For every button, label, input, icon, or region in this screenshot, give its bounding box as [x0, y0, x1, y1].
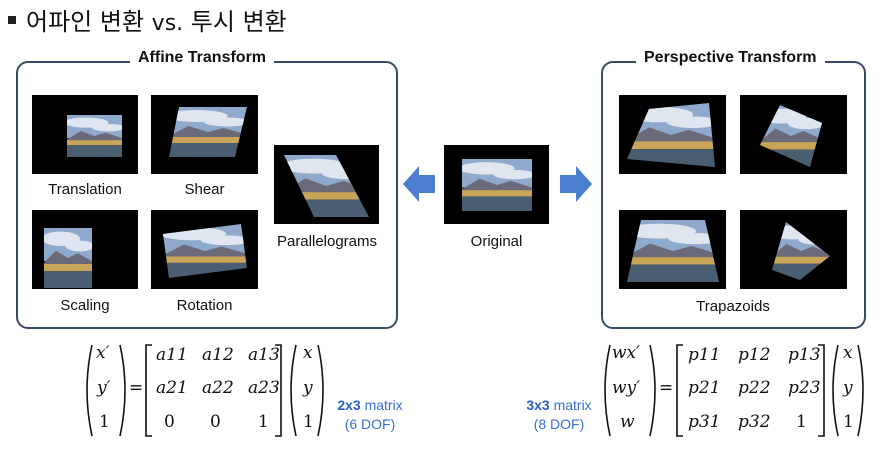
affine-a13: a13 [248, 345, 280, 365]
affine-m33: 1 [258, 412, 269, 432]
bullet-icon [8, 16, 16, 24]
affine-a12: a12 [202, 345, 234, 365]
affine-size-label: 2x3 [337, 397, 361, 413]
original-caption: Original [470, 233, 523, 250]
perspective-p23: p23 [788, 378, 821, 398]
perspective-p13: p13 [788, 345, 821, 365]
affine-m31: 0 [164, 412, 175, 432]
perspective-p22: p22 [738, 378, 771, 398]
perspective-p32: p32 [738, 412, 771, 432]
scaling-picture [44, 228, 92, 288]
affine-lhs-x: x′ [96, 343, 110, 363]
affine-rhs-1: 1 [303, 412, 314, 432]
affine-a22: a22 [202, 378, 234, 398]
perspective-image-4 [740, 210, 847, 289]
right-arrow-icon [560, 166, 592, 202]
trapazoids-caption: Trapazoids [696, 298, 770, 315]
parallelograms-caption: Parallelograms [276, 233, 378, 250]
perspective-dof: (8 DOF) [533, 416, 585, 432]
title-korean-head: 어파인 변환 [26, 8, 145, 36]
perspective-image-3 [619, 210, 726, 289]
translation-image [32, 95, 138, 174]
rotation-picture [163, 224, 247, 278]
slide-title: 어파인 변환 vs. 투시 변환 [8, 2, 287, 37]
perspective-p11: p11 [688, 345, 721, 365]
perspective-picture-3 [627, 220, 719, 282]
left-arrow-icon [403, 166, 435, 202]
perspective-matrix-note: 3x3 matrix [514, 397, 604, 413]
affine-a11: a11 [156, 345, 188, 365]
perspective-rhs-1: 1 [843, 412, 854, 432]
perspective-image-2 [740, 95, 847, 174]
affine-equals: = [129, 378, 144, 398]
translation-caption: Translation [48, 181, 122, 198]
affine-a23: a23 [248, 378, 280, 398]
affine-dof: (6 DOF) [344, 416, 396, 432]
scaling-caption: Scaling [60, 297, 110, 314]
scaling-image [32, 210, 138, 289]
perspective-lhs-wx: wx′ [612, 343, 640, 363]
title-vs: vs. [151, 11, 184, 36]
perspective-p33: 1 [796, 412, 807, 432]
perspective-picture-1 [627, 103, 715, 167]
rotation-image [151, 210, 258, 289]
affine-lhs-y: y′ [97, 378, 111, 398]
perspective-panel-label: Perspective Transform [636, 49, 825, 67]
shear-caption: Shear [184, 181, 225, 198]
parallelograms-image [274, 145, 379, 224]
original-picture [462, 159, 532, 211]
perspective-lhs-wy: wy′ [612, 378, 641, 398]
affine-rhs-x: x [303, 343, 313, 363]
perspective-p12: p12 [738, 345, 771, 365]
perspective-rhs-x: x [843, 343, 853, 363]
perspective-lhs-w: w [620, 412, 635, 432]
perspective-size-label: 3x3 [526, 397, 550, 413]
parallelograms-picture [284, 155, 369, 217]
perspective-equals: = [659, 378, 674, 398]
affine-a21: a21 [156, 378, 188, 398]
affine-matrix-note: 2x3 matrix [330, 397, 410, 413]
perspective-rhs-y: y [843, 378, 853, 398]
rotation-caption: Rotation [176, 297, 233, 314]
perspective-p31: p31 [688, 412, 721, 432]
affine-matrix-word: matrix [364, 397, 403, 413]
perspective-picture-4 [772, 222, 830, 280]
affine-panel-label: Affine Transform [130, 49, 275, 67]
title-korean-tail: 투시 변환 [190, 8, 287, 36]
perspective-picture-2 [760, 105, 822, 167]
original-image [444, 145, 549, 224]
perspective-p21: p21 [688, 378, 721, 398]
shear-picture [169, 107, 247, 157]
affine-lhs-1: 1 [99, 412, 110, 432]
shear-image [151, 95, 258, 174]
affine-m32: 0 [210, 412, 221, 432]
translation-picture [67, 115, 122, 157]
affine-rhs-y: y [303, 378, 313, 398]
perspective-matrix-word: matrix [553, 397, 592, 413]
perspective-image-1 [619, 95, 726, 174]
